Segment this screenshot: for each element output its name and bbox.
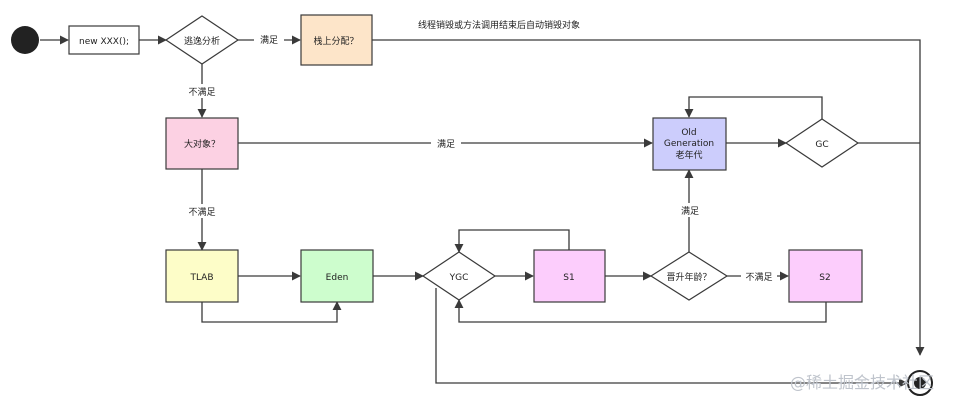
decision-escape-analysis: 逃逸分析 xyxy=(164,15,240,65)
svg-text:晋升年龄？: 晋升年龄？ xyxy=(666,271,711,283)
svg-text:Generation: Generation xyxy=(664,139,714,149)
node-big-object: 大对象？ xyxy=(165,117,239,170)
edge-s1-loop-ygc xyxy=(454,229,570,253)
stack-box xyxy=(300,14,373,66)
node-tlab: TLAB xyxy=(165,249,239,303)
svg-text:S1: S1 xyxy=(563,273,574,283)
edge-gc-loop-old xyxy=(684,96,823,119)
node-eden: Eden xyxy=(300,249,374,303)
edge-label-big-no: 不满足 xyxy=(188,207,215,218)
svg-text:YGC: YGC xyxy=(449,273,469,283)
svg-text:GC: GC xyxy=(815,140,828,150)
decision-gc: GC xyxy=(784,118,860,168)
node-s1: S1 xyxy=(533,249,606,303)
edge-stack-end xyxy=(372,39,925,356)
svg-text:S2: S2 xyxy=(819,273,830,283)
note-auto-destroy: 线程销毁或方法调用结束后自动销毁对象 xyxy=(418,19,580,31)
edge-s2-ygc xyxy=(454,299,827,323)
end-node xyxy=(907,370,933,396)
edge-label-promote-no: 不满足 xyxy=(745,272,772,283)
svg-text:大对象？: 大对象？ xyxy=(184,138,220,150)
start-node xyxy=(11,26,39,54)
svg-text:栈上分配？: 栈上分配？ xyxy=(313,35,358,47)
svg-text:new XXX();: new XXX(); xyxy=(79,37,129,47)
svg-text:老年代: 老年代 xyxy=(675,149,702,161)
edge-tlab-eden-below xyxy=(201,301,342,323)
node-old-generation: Old Generation 老年代 xyxy=(652,117,727,171)
edge-label-promote-yes: 满足 xyxy=(681,206,699,217)
node-stack-alloc: 栈上分配？ xyxy=(300,14,373,66)
edge-label-big-yes: 满足 xyxy=(437,139,455,150)
svg-text:TLAB: TLAB xyxy=(189,273,213,283)
node-new-object: new XXX(); xyxy=(68,25,140,55)
edge-label-escape-no: 不满足 xyxy=(188,87,215,98)
svg-text:逃逸分析: 逃逸分析 xyxy=(184,35,220,47)
watermark: @稀土掘金技术社区 xyxy=(790,373,934,392)
decision-ygc: YGC xyxy=(421,251,497,301)
node-s2: S2 xyxy=(788,249,863,303)
svg-text:Old: Old xyxy=(681,128,696,138)
edge-ygc-end xyxy=(435,288,908,388)
svg-text:Eden: Eden xyxy=(326,273,349,283)
decision-promotion-age: 晋升年龄？ xyxy=(649,251,729,301)
edge-label-stack-yes: 满足 xyxy=(260,35,278,46)
